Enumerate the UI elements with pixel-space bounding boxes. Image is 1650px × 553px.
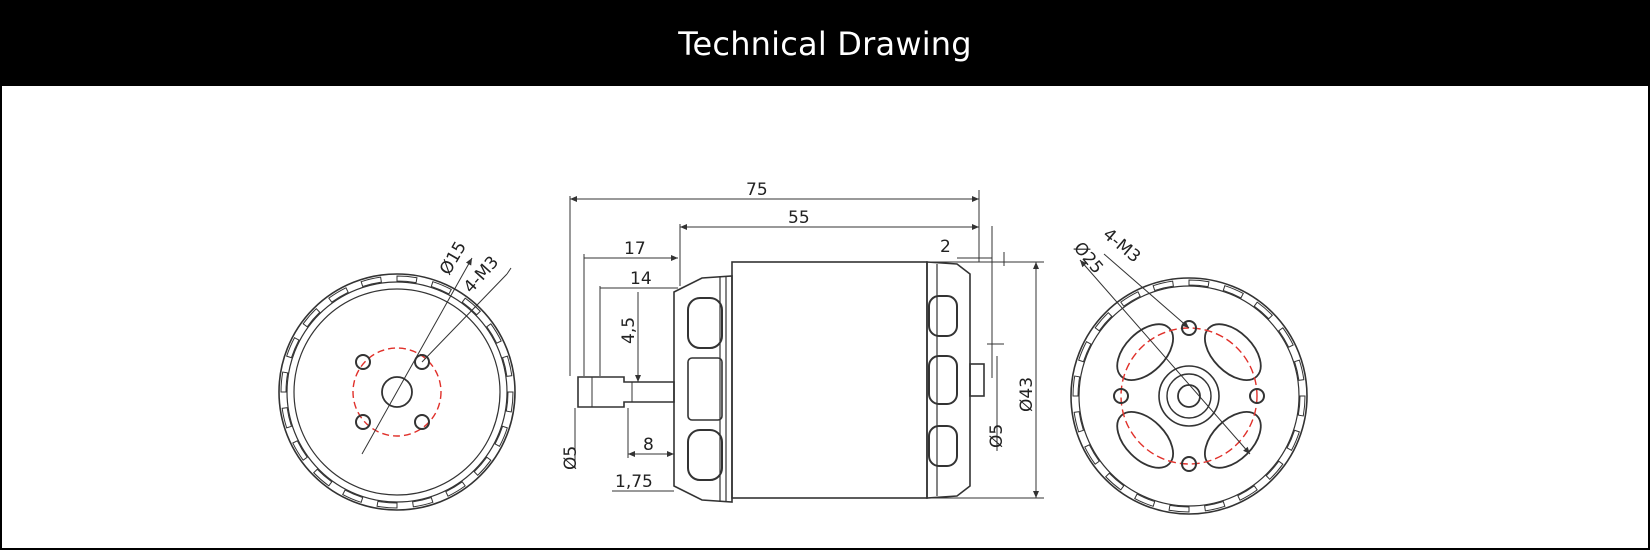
rim-slot (376, 500, 398, 509)
rim-slot (1265, 460, 1284, 481)
dim-8-label: 8 (643, 435, 654, 455)
header-bar: Technical Drawing (2, 2, 1648, 86)
rim-slot (473, 456, 492, 477)
rim-slot (328, 287, 349, 303)
rim-slot (396, 275, 418, 284)
front-holes-label: 4-M3 (460, 252, 503, 297)
drawing-canvas: Ø15 4-M3 (278, 180, 1308, 515)
rear-rim-inner (1078, 285, 1300, 507)
rim-slot (1204, 500, 1226, 512)
rim-slot (1253, 301, 1274, 320)
rim-slot (486, 323, 502, 344)
rim-slot (494, 425, 508, 447)
front-mount-hole (414, 414, 430, 430)
front-hole-leader (421, 273, 508, 363)
dim-14-label: 14 (630, 269, 652, 289)
front-view (278, 257, 516, 511)
front-mount-hole (355, 414, 371, 430)
front-rim-inner (286, 281, 508, 503)
rim-slot (1222, 285, 1244, 299)
front-rim-slots (280, 275, 514, 509)
rear-vent-opening (1116, 323, 1174, 381)
rear-pitch-label: Ø25 (1069, 238, 1107, 278)
rim-slot (1237, 485, 1258, 501)
rear-view (1070, 253, 1308, 515)
rear-pitch-leader (1079, 259, 1251, 455)
rim-slot (280, 371, 289, 393)
dim-2-label: 2 (940, 237, 951, 257)
dim-shaft-dia-label: Ø5 (561, 446, 581, 470)
front-pitch-label: Ø15 (436, 238, 471, 278)
front-outer-rim (278, 273, 516, 511)
rim-slot (292, 440, 308, 461)
rim-slot (1072, 375, 1081, 397)
side-dimensions (569, 190, 1044, 499)
rim-slot (1078, 341, 1092, 363)
rim-slot (1134, 493, 1156, 507)
dim-can-dia-label: Ø43 (1017, 377, 1037, 412)
rim-slot (505, 391, 514, 413)
rim-slot (1297, 395, 1306, 417)
side-view (569, 190, 1044, 503)
side-front-vent (687, 357, 723, 421)
rim-slot (461, 297, 482, 316)
rim-slot (412, 496, 434, 508)
dim-1-75-label: 1,75 (615, 472, 653, 492)
rear-hub-mid (1166, 373, 1212, 419)
dim-overall-label: 75 (746, 180, 768, 200)
rear-center-shaft (1177, 384, 1201, 408)
front-mount-hole (414, 354, 430, 370)
rim-slot (1293, 359, 1305, 381)
rear-hole-leader (1103, 253, 1190, 329)
rim-slot (360, 276, 382, 288)
rear-vent-opening (1204, 323, 1262, 381)
front-pitch-circle (352, 347, 442, 437)
rim-slot (1104, 472, 1125, 491)
rear-outer-rim (1070, 277, 1308, 515)
front-face (293, 288, 501, 496)
side-rear-vent (928, 295, 958, 337)
front-mount-hole (355, 354, 371, 370)
rear-holes-label: 4-M3 (1099, 225, 1144, 268)
rim-slot (1286, 429, 1300, 451)
rim-slot (312, 468, 333, 487)
side-rear-vent (928, 355, 958, 405)
side-motor-can (731, 261, 928, 499)
rim-slot (281, 407, 293, 429)
rim-slot (1278, 327, 1294, 348)
side-front-vent (687, 297, 723, 349)
rim-slot (501, 355, 513, 377)
rear-cross-ribs (1116, 323, 1262, 469)
side-front-bell (673, 275, 733, 503)
side-rear-vent (928, 425, 958, 467)
dim-17-label: 17 (624, 239, 646, 259)
front-center-hub (381, 376, 413, 408)
rim-slot (430, 281, 452, 295)
rim-slot (342, 489, 364, 503)
rear-vent-opening (1204, 411, 1262, 469)
side-front-vent (687, 429, 723, 481)
front-pitch-leader (361, 257, 473, 455)
rear-vent-opening (1116, 411, 1174, 469)
rim-slot (286, 337, 300, 359)
rear-rim-slots (1072, 279, 1306, 513)
page-title: Technical Drawing (678, 25, 972, 63)
rear-hub-outer (1158, 365, 1220, 427)
side-rear-shaft (969, 363, 985, 397)
rim-slot (302, 307, 321, 328)
dim-body-label: 55 (788, 208, 810, 228)
rear-mount-hole (1181, 456, 1197, 472)
rear-mount-hole (1249, 388, 1265, 404)
rear-pitch-circle (1120, 327, 1258, 465)
rim-slot (1168, 504, 1190, 513)
dim-rear-shaft-dia-label: Ø5 (987, 424, 1007, 448)
rim-slot (445, 481, 466, 497)
dim-4-5-label: 4,5 (619, 317, 639, 344)
technical-drawing: Ø15 4-M3 (2, 86, 1648, 548)
